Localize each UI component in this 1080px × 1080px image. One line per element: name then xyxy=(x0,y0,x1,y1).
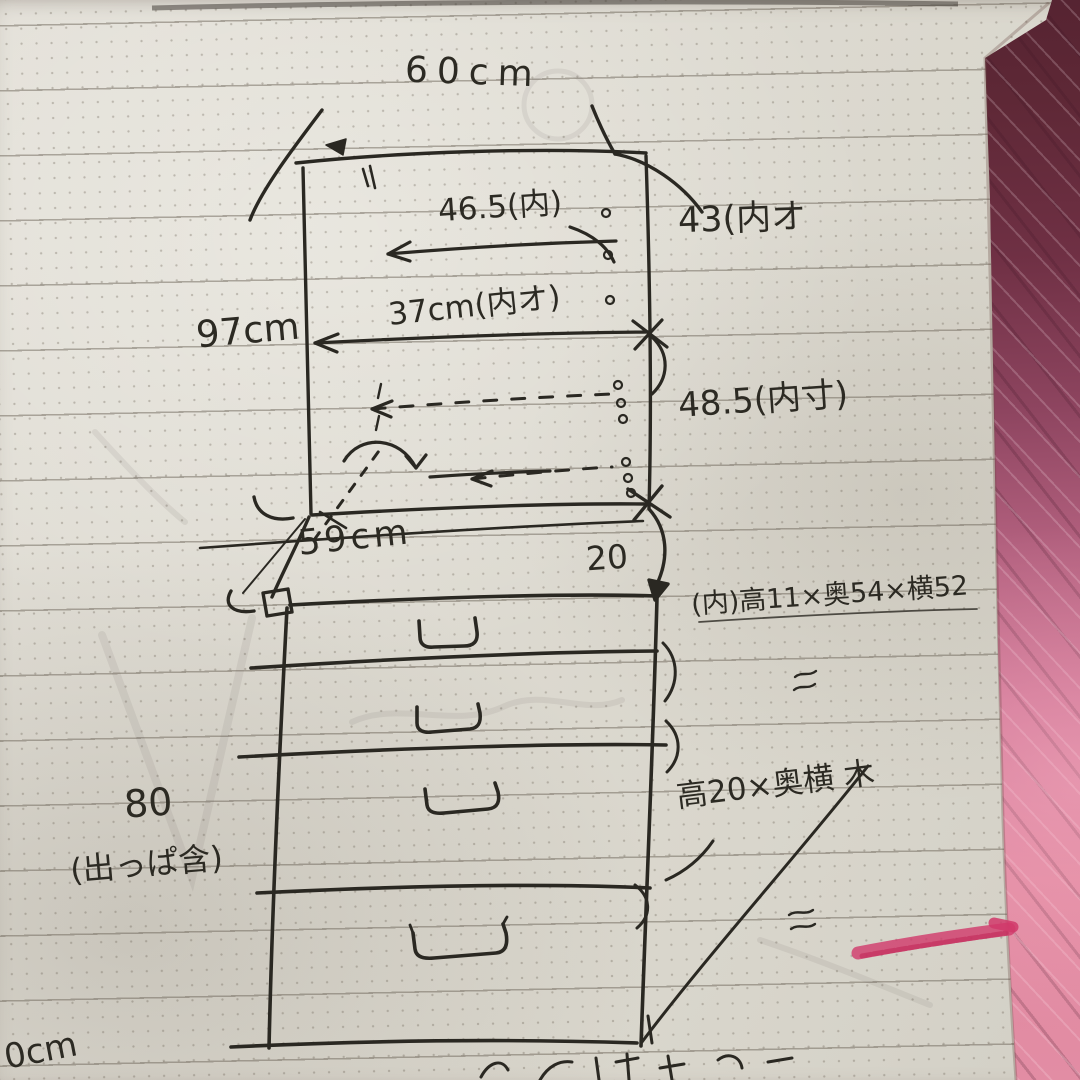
ghost-show-through xyxy=(92,68,933,1008)
paper-edge-shadow xyxy=(983,1,1050,1080)
label-lower-height: 80 xyxy=(122,779,174,827)
label-left-height: 97cm xyxy=(194,304,302,357)
drawer-handle xyxy=(417,616,479,649)
page-top-edge xyxy=(151,0,959,11)
label-inner-width-top: 46.5(内) xyxy=(436,184,564,230)
drawer-unit-outline xyxy=(229,593,668,1050)
dimension-arrows-upper xyxy=(312,225,669,542)
peg-hole-dots xyxy=(600,207,637,499)
upper-cabinet-base xyxy=(198,484,672,618)
pink-marker-stroke xyxy=(851,917,1019,960)
upper-cabinet-outline xyxy=(248,104,704,516)
drawer-handle xyxy=(423,781,501,816)
diagonal-line xyxy=(640,764,870,1044)
drawer-handle xyxy=(411,922,509,961)
drawer-handle xyxy=(415,702,483,735)
drawer-right-brackets xyxy=(633,641,818,931)
misc-strokes xyxy=(479,608,978,1080)
drawer-handles xyxy=(408,616,509,961)
text-underline xyxy=(698,608,978,623)
label-top-depth: 20 xyxy=(584,536,630,579)
label-right-inner-top: 43(内オ xyxy=(677,196,807,242)
label-top-width: 60cm xyxy=(404,49,543,96)
